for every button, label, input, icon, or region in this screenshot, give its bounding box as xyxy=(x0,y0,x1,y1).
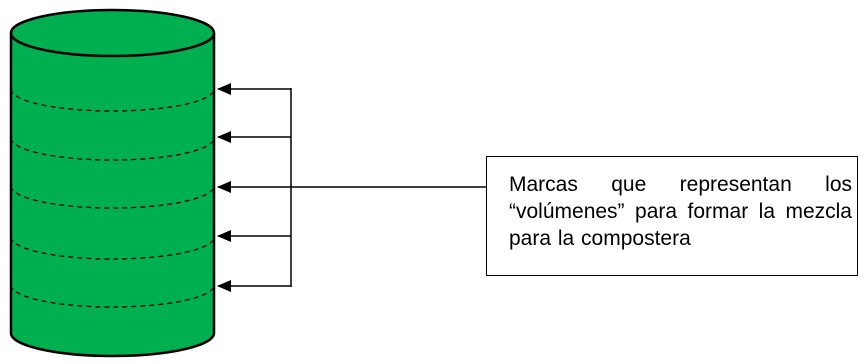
volume-mark-2 xyxy=(10,137,215,161)
volume-mark-3 xyxy=(10,185,215,209)
label-text: Marcas que representan los “volúmenes” p… xyxy=(509,173,852,250)
volume-marks xyxy=(10,88,215,308)
volume-mark-5 xyxy=(10,284,215,308)
label-box: Marcas que representan los “volúmenes” p… xyxy=(486,156,858,276)
volume-mark-1 xyxy=(10,88,215,112)
cylinder-top xyxy=(9,8,216,58)
volume-mark-4 xyxy=(10,236,215,260)
mark-arrows xyxy=(217,83,291,292)
cylinder-body xyxy=(9,33,216,358)
